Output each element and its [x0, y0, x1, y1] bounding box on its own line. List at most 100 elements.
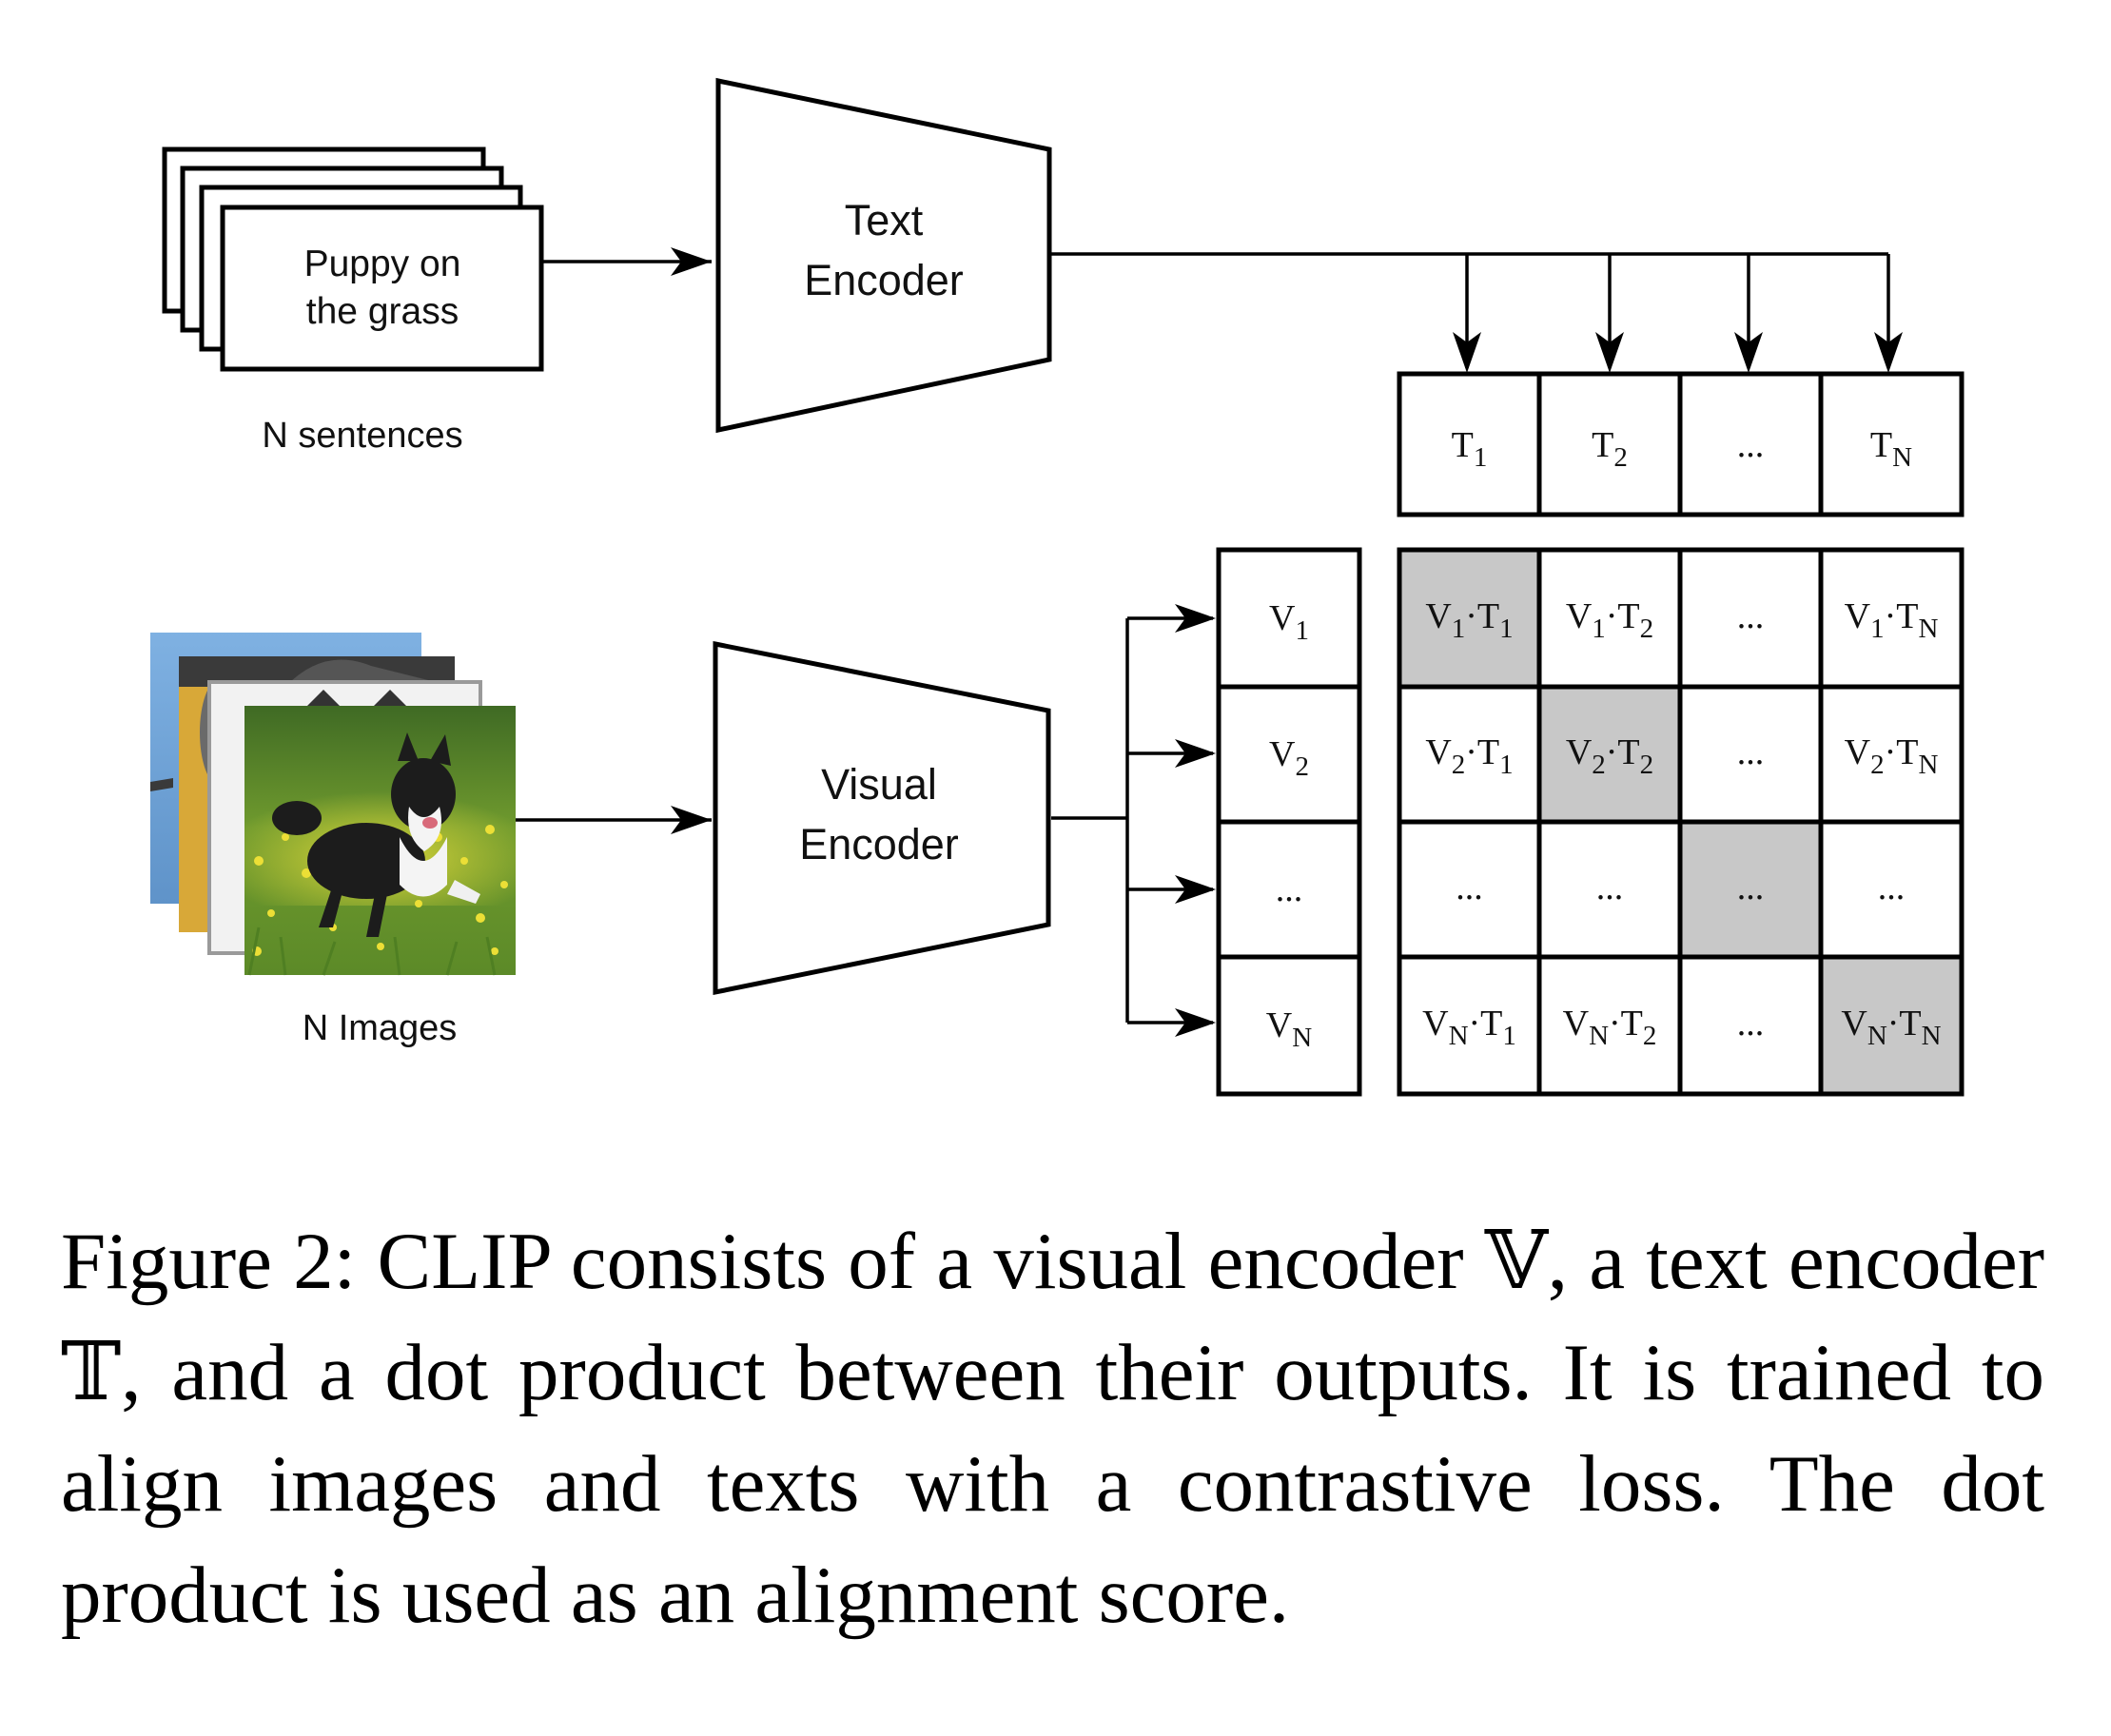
matrix-cell-ellipsis: ...: [1737, 732, 1765, 772]
text-embedding-cell: [1818, 371, 1964, 517]
matrix-cell-label: V1·T2: [1566, 596, 1653, 644]
matrix-dot-operator: ·T: [1606, 732, 1640, 772]
matrix-cell-diagonal: [1677, 819, 1824, 960]
matrix-dot-operator: ·T: [1887, 1004, 1922, 1044]
arrowhead: [1175, 604, 1216, 633]
matrix-dot-operator: ·T: [1469, 1004, 1503, 1044]
matrix-cell-diagonal: [1397, 547, 1542, 690]
arrowhead: [1175, 739, 1216, 768]
matrix-cell: [1536, 954, 1683, 1097]
matrix-cell-label: ...: [1737, 732, 1765, 772]
arrowhead: [671, 806, 712, 834]
visual-encoder-label-1: Visual: [821, 760, 937, 809]
matrix-dot-operator: ·T: [1465, 732, 1499, 772]
matrix-cell-diagonal: [1818, 954, 1964, 1097]
matrix-cell: [1536, 819, 1683, 960]
matrix-cell-label: VN·TN: [1841, 1004, 1941, 1051]
matrix-v-symbol: V: [1422, 1004, 1449, 1044]
matrix-v-index: N: [1589, 1021, 1609, 1051]
visual-embedding-label-subscript: N: [1292, 1023, 1312, 1053]
matrix-v-index: 1: [1452, 614, 1466, 644]
matrix-v-index: N: [1867, 1021, 1887, 1051]
matrix-v-symbol: V: [1845, 732, 1871, 772]
text-embedding-label-subscript: 1: [1474, 442, 1488, 473]
matrix-v-index: 1: [1592, 614, 1606, 644]
matrix-cell-label: ...: [1737, 868, 1765, 907]
visual-embedding-label-text: V: [1266, 1005, 1293, 1045]
matrix-v-index: N: [1449, 1021, 1469, 1051]
matrix-cell-label: V2·T1: [1425, 732, 1513, 780]
visual-embedding-label: ...: [1276, 869, 1303, 909]
matrix-t-index: 2: [1640, 750, 1654, 780]
visual-embedding-cell: [1216, 819, 1362, 960]
matrix-v-index: 1: [1870, 614, 1885, 644]
visual-embedding-cell: [1216, 954, 1362, 1097]
matrix-dot-operator: ·T: [1885, 596, 1919, 636]
image-stack: [150, 633, 516, 976]
matrix-cell-label: VN·T1: [1422, 1004, 1516, 1051]
text-encoder-block: [715, 77, 1052, 434]
matrix-cell-ellipsis: ...: [1737, 1004, 1765, 1044]
text-embedding-label: T1: [1452, 425, 1488, 473]
visual-encoder-block: [713, 640, 1051, 996]
text-embedding-label: TN: [1870, 425, 1912, 473]
text-embedding-label-subscript: 2: [1613, 442, 1628, 473]
matrix-cell: [1536, 547, 1683, 690]
arrowheads: [671, 247, 1903, 1037]
matrix-v-symbol: V: [1566, 596, 1593, 636]
matrix-t-index: N: [1922, 1021, 1942, 1051]
visual-embedding-label: VN: [1266, 1005, 1312, 1053]
visual-embedding-label: V2: [1269, 734, 1309, 782]
matrix-v-symbol: V: [1425, 596, 1452, 636]
matrix-cell: [1818, 684, 1964, 825]
matrix-cell-label: V1·T1: [1425, 596, 1513, 644]
matrix-t-index: 2: [1640, 614, 1654, 644]
arrowhead: [1175, 1008, 1216, 1037]
arrowhead: [1734, 332, 1763, 373]
visual-embedding-label: V1: [1269, 598, 1309, 646]
matrix-cell-ellipsis: ...: [1737, 868, 1765, 907]
matrix-t-index: 1: [1499, 750, 1514, 780]
matrix-dot-operator: ·T: [1609, 1004, 1643, 1044]
visual-encoder-label-2: Encoder: [799, 820, 959, 868]
matrix-t-index: 2: [1643, 1021, 1657, 1051]
matrix-v-symbol: V: [1563, 1004, 1590, 1044]
matrix-t-index: N: [1918, 614, 1938, 644]
matrix-t-index: 1: [1502, 1021, 1516, 1051]
text-embedding-label-text: T: [1452, 425, 1474, 465]
matrix-cell-label: ...: [1456, 868, 1483, 907]
matrix-v-index: 2: [1870, 750, 1885, 780]
visual-embedding-label-text: V: [1269, 598, 1296, 638]
sentence-line-2: the grass: [306, 291, 459, 332]
arrowhead: [1453, 332, 1481, 373]
arrowhead: [671, 247, 712, 276]
matrix-cell-label: ...: [1878, 868, 1906, 907]
matrix-v-symbol: V: [1841, 1004, 1867, 1044]
arrowhead: [1175, 875, 1216, 904]
matrix-cell: [1818, 547, 1964, 690]
matrix-dot-operator: ·T: [1465, 596, 1499, 636]
visual-embedding-label-text: ...: [1276, 869, 1303, 909]
matrix-cell: [1397, 954, 1542, 1097]
matrix-v-symbol: V: [1566, 732, 1593, 772]
matrix-t-index: N: [1918, 750, 1938, 780]
matrix-cell-ellipsis: ...: [1596, 868, 1624, 907]
matrix-cell-ellipsis: ...: [1456, 868, 1483, 907]
matrix-v-symbol: V: [1425, 732, 1452, 772]
matrix-cell-label: V1·TN: [1845, 596, 1939, 644]
sentence-line-1: Puppy on: [304, 244, 461, 284]
matrix-dot-operator: ·T: [1606, 596, 1640, 636]
text-embedding-label-subscript: N: [1892, 442, 1912, 473]
matrix-cell-label: VN·T2: [1563, 1004, 1657, 1051]
matrix-cell-label: V2·TN: [1845, 732, 1939, 780]
sentences-label: N sentences: [262, 416, 462, 456]
matrix-v-symbol: V: [1845, 596, 1871, 636]
matrix-t-index: 1: [1499, 614, 1514, 644]
matrix-dot-operator: ·T: [1885, 732, 1919, 772]
arrowhead: [1595, 332, 1624, 373]
matrix-cell-ellipsis: ...: [1737, 596, 1765, 636]
figure-caption: Figure 2: CLIP consists of a visual enco…: [61, 1217, 2044, 1640]
